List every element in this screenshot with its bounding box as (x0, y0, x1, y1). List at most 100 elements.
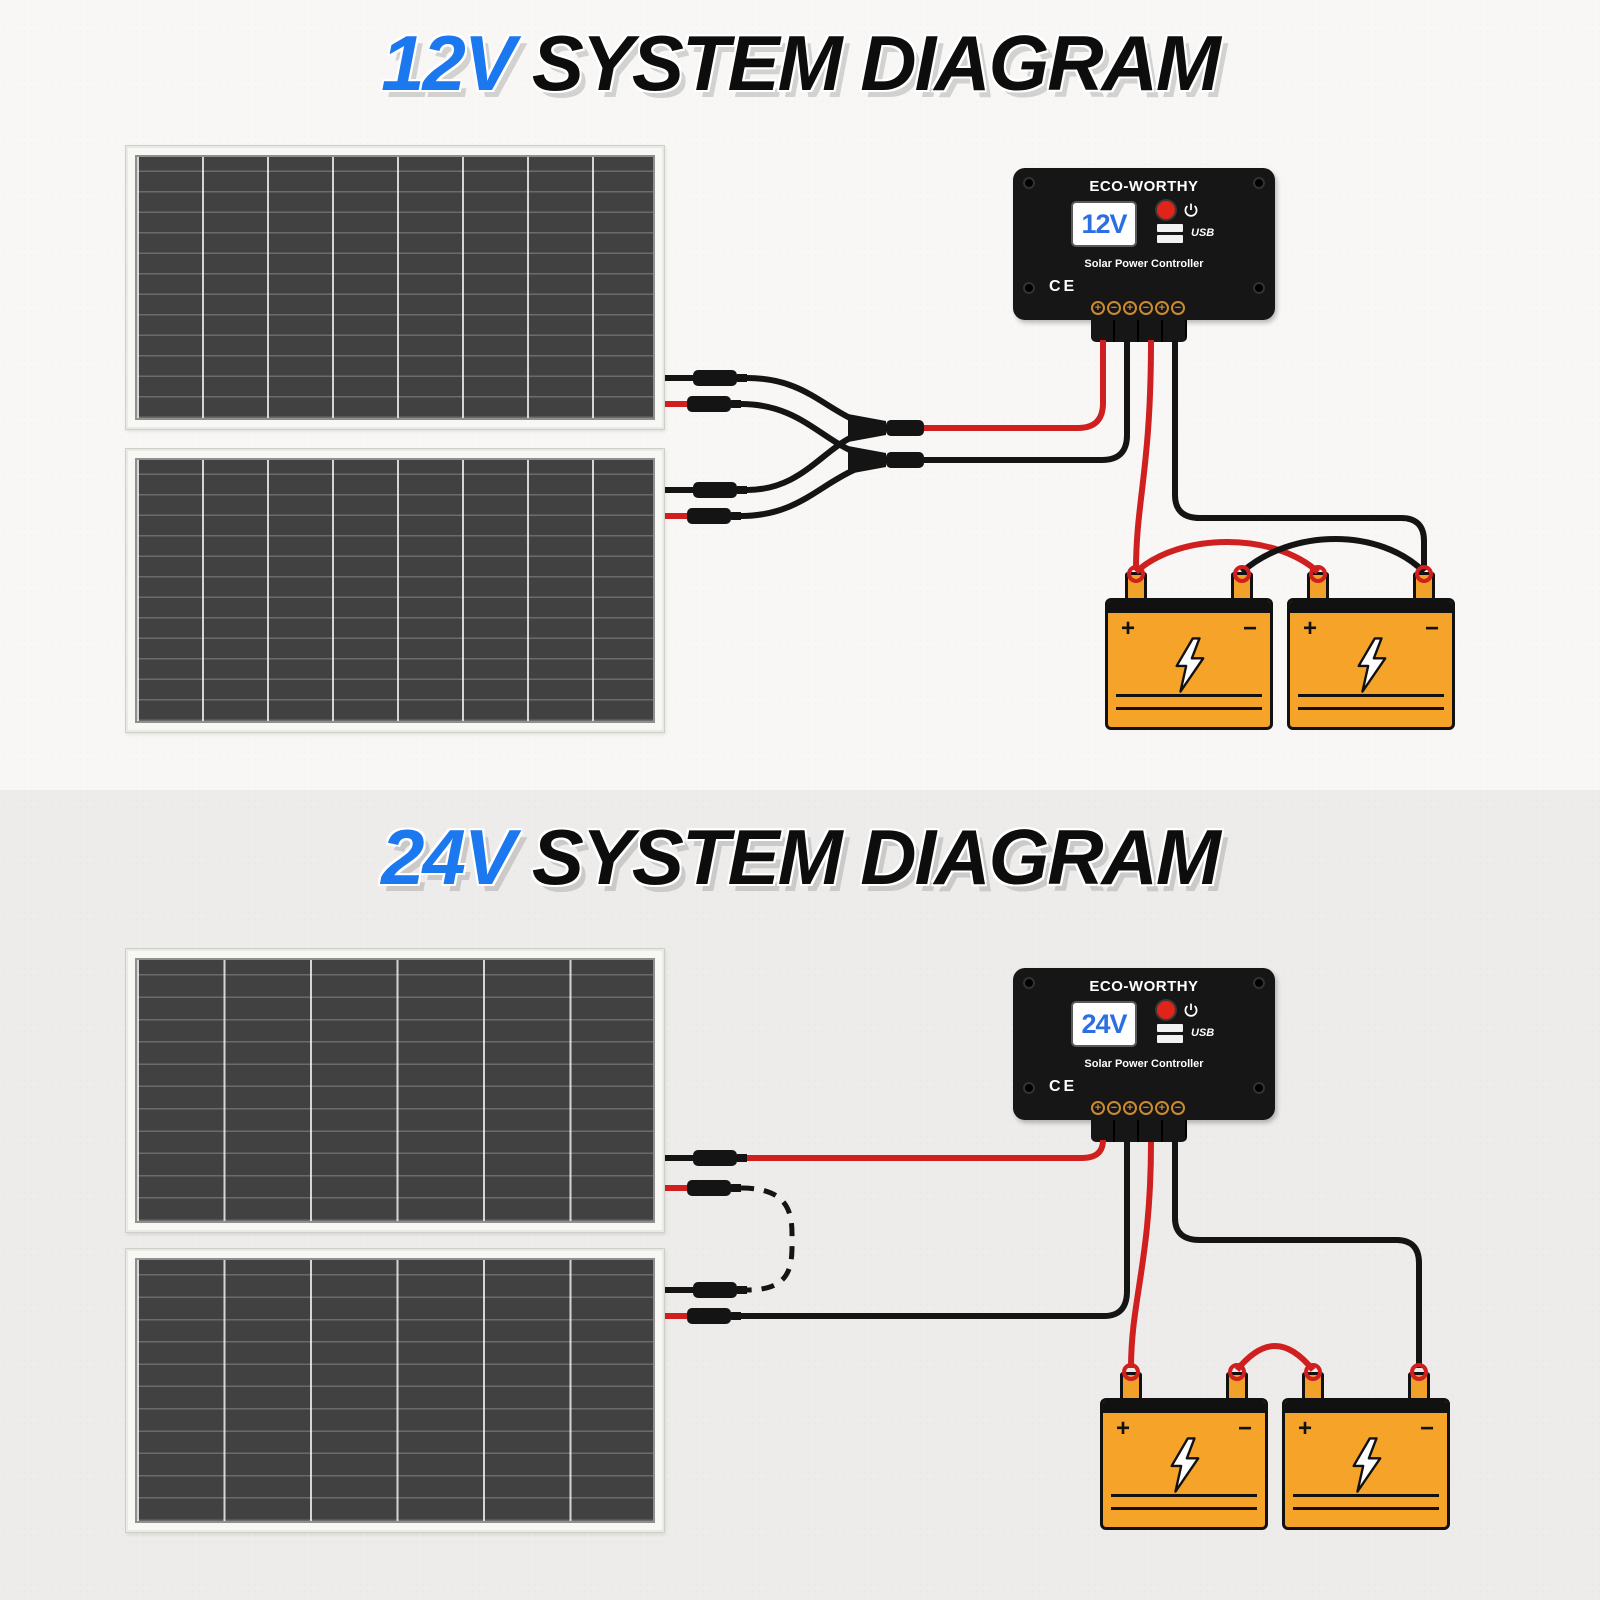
pv-positive-wire (747, 1139, 1106, 1161)
solar-cells (135, 1258, 655, 1523)
terminal-minus-icon: − (1171, 1101, 1185, 1115)
battery-body: + − (1100, 1398, 1268, 1530)
lightning-bolt-icon (1175, 637, 1205, 693)
controller-face: 24V USB (1013, 1001, 1275, 1049)
usb-label: USB (1191, 1027, 1215, 1039)
series-link-dashed-wire (740, 1185, 795, 1293)
battery-body: + − (1287, 598, 1455, 730)
mc4-connector (665, 1150, 747, 1166)
lcd-display: 12V (1071, 201, 1137, 247)
power-icon (1184, 203, 1198, 217)
controller-brand: ECO-WORTHY (1089, 178, 1199, 195)
mc4-connector (665, 1180, 741, 1196)
solar-cells (135, 958, 655, 1223)
controller-controls: USB (1157, 201, 1214, 243)
screw-icon (1023, 1082, 1035, 1094)
parallel-jumper-negative (1240, 536, 1427, 575)
terminal-minus-icon: − (1171, 301, 1185, 315)
screw-icon (1023, 282, 1035, 294)
ce-mark: CE (1049, 1078, 1078, 1095)
battery-positive-wire (1133, 339, 1154, 571)
terminal-block (1091, 1120, 1187, 1142)
plus-sign: + (1303, 615, 1318, 642)
terminal-symbols: + − + − + − (1091, 301, 1185, 315)
minus-sign: − (1237, 1415, 1252, 1442)
battery-2: + − (1282, 1372, 1450, 1530)
terminal-plus-icon: + (1123, 1101, 1137, 1115)
series-jumper-wire (1234, 1343, 1316, 1372)
usb-ports-icon (1157, 224, 1183, 243)
usb-label: USB (1191, 227, 1215, 239)
solar-cells (135, 155, 655, 420)
plus-sign: + (1116, 1415, 1131, 1442)
mc4-connector (665, 370, 747, 386)
mc4-connector (665, 1282, 747, 1298)
title-rest: SYSTEM DIAGRAM (531, 19, 1221, 107)
controller-label: Solar Power Controller (1084, 258, 1204, 270)
lightning-bolt-icon (1357, 637, 1387, 693)
lcd-voltage: 24V (1081, 1008, 1127, 1039)
terminal-minus-icon: − (1107, 301, 1121, 315)
terminal-minus-icon: − (1139, 301, 1153, 315)
parallel-jumper-positive (1133, 539, 1321, 575)
battery-cap (1285, 1401, 1447, 1413)
pv-positive-wire (924, 340, 1106, 431)
mc4-connector (665, 508, 741, 524)
power-icon (1184, 1003, 1198, 1017)
battery-cap (1108, 601, 1270, 613)
solar-panel-2 (125, 1248, 665, 1533)
terminal-symbols: + − + − + − (1091, 1101, 1185, 1115)
controller-face: 12V USB (1013, 201, 1275, 249)
lightning-bolt-icon (1352, 1437, 1382, 1493)
screw-icon (1023, 977, 1035, 989)
screw-icon (1253, 177, 1265, 189)
battery-body: + − (1282, 1398, 1450, 1530)
screw-icon (1253, 977, 1265, 989)
pv-negative-wire (924, 340, 1130, 463)
charge-controller-24v: ECO-WORTHY 24V (1013, 968, 1275, 1120)
minus-sign: − (1419, 1415, 1434, 1442)
screw-icon (1253, 282, 1265, 294)
title-rest: SYSTEM DIAGRAM (531, 813, 1221, 901)
terminal-block (1091, 320, 1187, 342)
minus-sign: − (1424, 615, 1439, 642)
terminal-plus-icon: + (1091, 1101, 1105, 1115)
battery-positive-wire (1128, 1141, 1154, 1369)
y-branch-connector (746, 375, 924, 493)
title-voltage: 24V (381, 813, 516, 901)
lcd-voltage: 12V (1081, 208, 1127, 239)
ce-mark: CE (1049, 278, 1078, 295)
terminal-plus-icon: + (1091, 301, 1105, 315)
terminal-plus-icon: + (1155, 301, 1169, 315)
battery-1: + − (1100, 1372, 1268, 1530)
screw-icon (1023, 177, 1035, 189)
terminal-minus-icon: − (1107, 1101, 1121, 1115)
battery-cap (1103, 1401, 1265, 1413)
power-button (1157, 1001, 1175, 1019)
mc4-connector (665, 396, 741, 412)
battery-cap (1290, 601, 1452, 613)
terminal-plus-icon: + (1155, 1101, 1169, 1115)
power-button (1157, 201, 1175, 219)
title-voltage: 12V (381, 19, 516, 107)
charge-controller-12v: ECO-WORTHY 12V (1013, 168, 1275, 320)
battery-body: + − (1105, 598, 1273, 730)
controller-label: Solar Power Controller (1084, 1058, 1204, 1070)
lcd-display: 24V (1071, 1001, 1137, 1047)
solar-panel-1 (125, 145, 665, 430)
pv-negative-wire (741, 1140, 1130, 1319)
plus-sign: + (1121, 615, 1136, 642)
terminal-minus-icon: − (1139, 1101, 1153, 1115)
terminal-plus-icon: + (1123, 301, 1137, 315)
usb-ports-icon (1157, 1024, 1183, 1043)
solar-panel-1 (125, 948, 665, 1233)
lightning-bolt-icon (1170, 1437, 1200, 1493)
controller-brand: ECO-WORTHY (1089, 978, 1199, 995)
solar-panel-2 (125, 448, 665, 733)
minus-sign: − (1242, 615, 1257, 642)
battery-negative-wire (1172, 1142, 1422, 1368)
